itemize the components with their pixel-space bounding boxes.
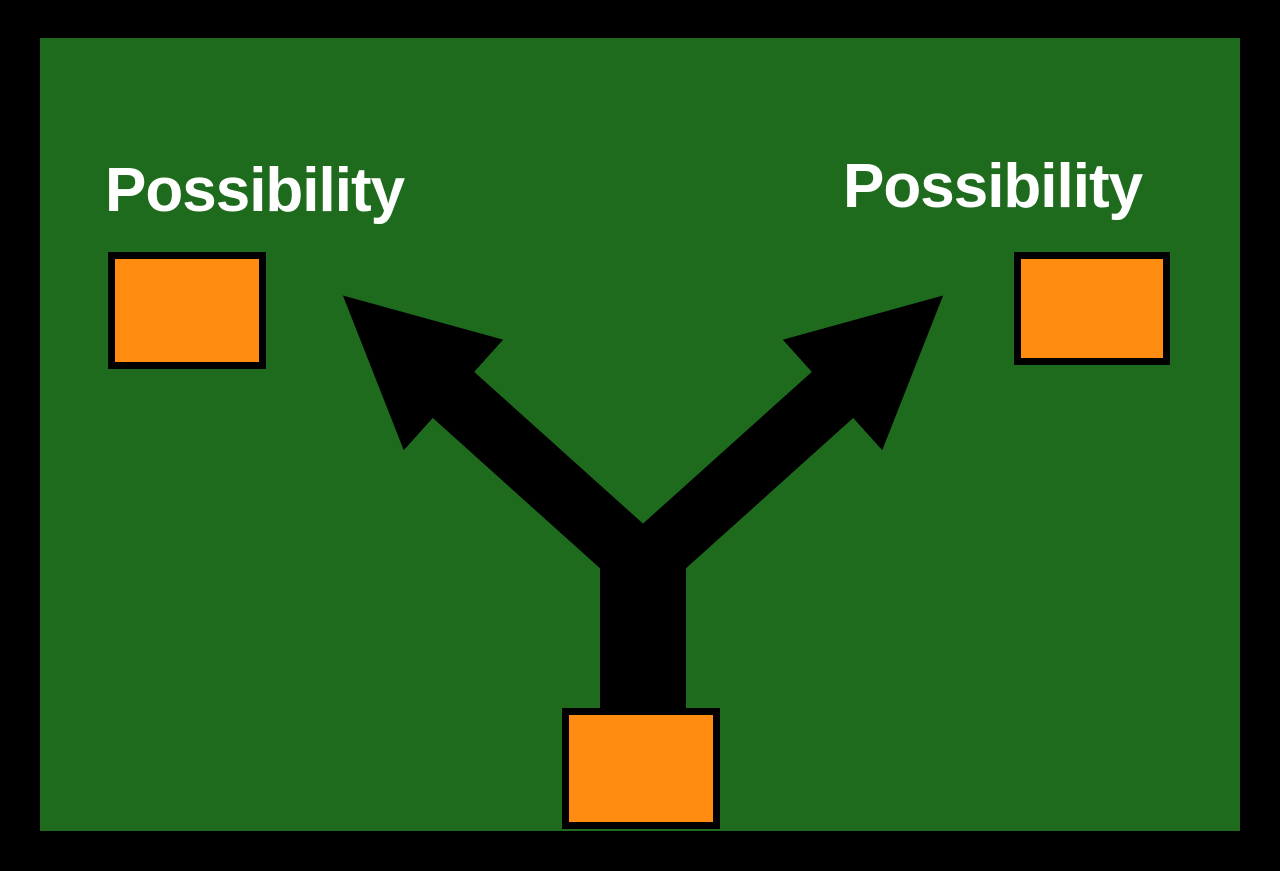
possibility-label-left: Possibility — [105, 156, 405, 225]
possibility-box-left — [108, 252, 266, 369]
start-box-bottom — [562, 708, 720, 829]
possibility-box-right — [1014, 252, 1170, 365]
possibility-label-right: Possibility — [843, 152, 1143, 221]
